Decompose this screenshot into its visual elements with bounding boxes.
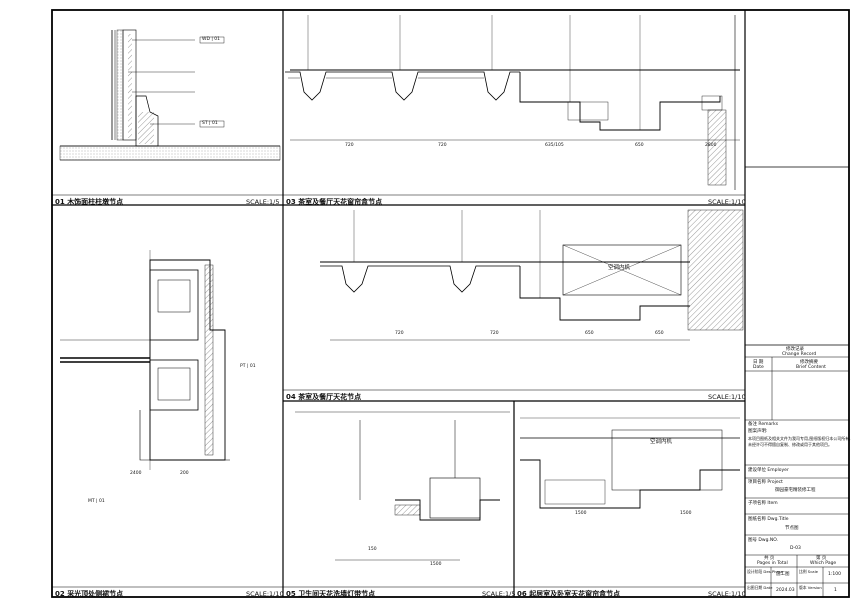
panel-01-caption: 01 木饰面柱柱墩节点 bbox=[55, 198, 124, 206]
project-label: 项目名称 Project bbox=[748, 480, 783, 485]
dim-text: 1500 bbox=[680, 511, 692, 516]
dim-text: 2400 bbox=[130, 471, 142, 476]
panel-06-caption: 06 起居室及卧室天花窗帘盒节点 bbox=[517, 590, 621, 598]
dim-text: 720 bbox=[490, 331, 499, 336]
material-tag: ST | 01 bbox=[202, 121, 218, 126]
panel-02-drawing bbox=[60, 250, 230, 470]
drawing-no: D-03 bbox=[790, 546, 801, 551]
scale-value: 1:100 bbox=[828, 572, 841, 577]
panel-03-scale: SCALE:1/10 bbox=[708, 198, 746, 206]
material-tag: WD | 01 bbox=[202, 37, 221, 42]
dim-text: 650 bbox=[585, 331, 594, 336]
phase-value: 施工图 bbox=[776, 572, 790, 577]
which-page-cn: 第 页 bbox=[816, 556, 827, 561]
dim-text: 1500 bbox=[430, 562, 442, 567]
drawing-title-label: 图纸名称 Dwg.Title bbox=[748, 517, 789, 522]
dim-text: 720 bbox=[395, 331, 404, 336]
panel-05-scale: SCALE:1/5 bbox=[482, 590, 516, 598]
employer-label: 建设单位 Employer bbox=[748, 468, 789, 473]
panel-06-drawing bbox=[520, 417, 740, 509]
version-value: 1 bbox=[834, 588, 837, 593]
date-cn: 日 期 bbox=[753, 360, 764, 365]
date-label: 出图日期 Date bbox=[747, 585, 773, 590]
panel-03-drawing bbox=[285, 15, 740, 190]
dim-text: 150 bbox=[368, 547, 377, 552]
dim-text: 200 bbox=[180, 471, 189, 476]
panel-01-scale: SCALE:1/5 bbox=[246, 198, 280, 206]
version-label: 版本 Version bbox=[799, 585, 822, 590]
dim-text: 2800 bbox=[705, 143, 717, 148]
scale-label: 比例 Scale bbox=[799, 569, 819, 574]
dim-text: 650 bbox=[655, 331, 664, 336]
remarks-line: 本项目图纸及相关文件为我司专用,图纸版权归本公司所有, bbox=[748, 436, 851, 441]
phase-label: 设计阶段 Des.Phase bbox=[747, 569, 784, 574]
item-label: 子项名称 Item bbox=[748, 501, 778, 506]
change-record-en: Change Record bbox=[782, 352, 817, 357]
material-tag: MT | 01 bbox=[88, 499, 105, 504]
room-label-ac: 空调内机 bbox=[608, 265, 631, 271]
dim-text: 720 bbox=[438, 143, 447, 148]
panel-02-scale: SCALE:1/10 bbox=[246, 590, 284, 598]
panel-01-drawing bbox=[59, 29, 281, 161]
dim-text: 635/105 bbox=[545, 143, 564, 148]
content-en: Brief Content bbox=[796, 365, 826, 370]
date-value: 2024.03 bbox=[776, 588, 795, 593]
drawing-no-label: 图号 Dwg.NO. bbox=[748, 538, 779, 543]
project-name: 御园豪宅精装修工程 bbox=[775, 488, 816, 493]
which-page-en: Which Page bbox=[810, 561, 837, 566]
sheet-border bbox=[51, 9, 850, 598]
dim-text: 1500 bbox=[575, 511, 587, 516]
remarks-line: 图案声明: bbox=[748, 429, 768, 434]
drawing-title: 节点图 bbox=[785, 526, 799, 531]
panel-04-scale: SCALE:1/10 bbox=[708, 393, 746, 401]
dim-text: 720 bbox=[345, 143, 354, 148]
panel-04-drawing bbox=[320, 209, 744, 341]
panel-06-scale: SCALE:1/10 bbox=[708, 590, 746, 598]
panel-03-caption: 03 茶室及餐厅天花窗帘盒节点 bbox=[286, 198, 383, 206]
room-label-ac-2: 空调内机 bbox=[650, 439, 673, 445]
change-record-cn: 修改记录 bbox=[786, 347, 804, 352]
panel-02-caption: 02 采光顶处侧裙节点 bbox=[55, 590, 124, 598]
remarks-line: 未经许可不得擅自复制、修改或用于其他项目。 bbox=[748, 442, 832, 447]
panel-04-caption: 04 茶室及餐厅天花节点 bbox=[286, 393, 362, 401]
panel-05-caption: 05 卫生间天花洗墙灯带节点 bbox=[286, 590, 376, 598]
dim-text: 650 bbox=[635, 143, 644, 148]
material-tag: PT | 01 bbox=[240, 364, 256, 369]
remarks-label: 备注 Remarks bbox=[748, 422, 779, 427]
total-pages-cn: 共 页 bbox=[764, 556, 775, 561]
total-pages-en: Pages in Total bbox=[757, 561, 788, 566]
content-cn: 修改摘要 bbox=[800, 360, 818, 365]
date-en: Date bbox=[753, 365, 764, 370]
panel-05-drawing bbox=[295, 411, 510, 561]
